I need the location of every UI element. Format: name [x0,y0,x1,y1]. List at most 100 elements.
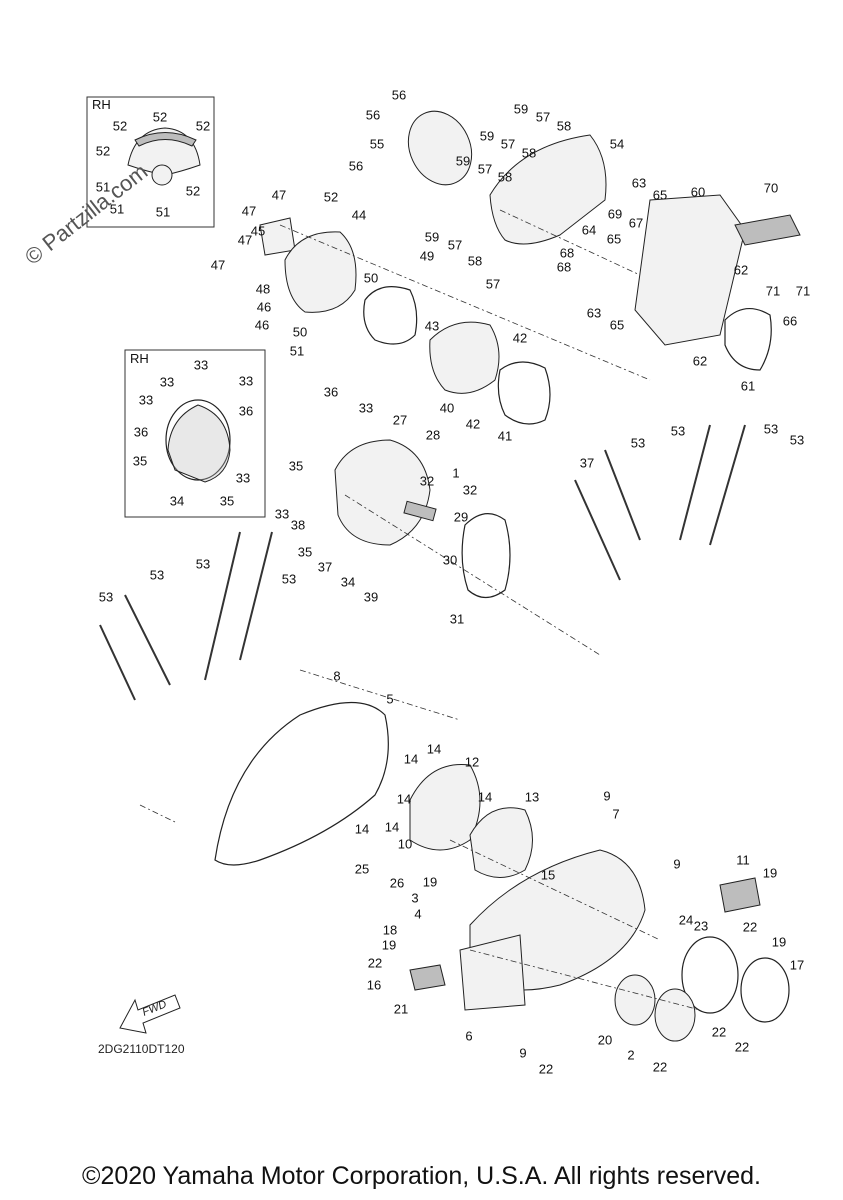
callout-14: 14 [385,819,399,834]
callout-65: 65 [653,187,667,202]
callout-59: 59 [514,101,528,116]
callout-60: 60 [691,184,705,199]
callout-10: 10 [398,836,412,851]
callout-24: 24 [679,912,693,927]
callout-53: 53 [196,556,210,571]
lower-cover-group [214,701,790,1042]
inset-callout-34: 34 [170,493,184,508]
callout-6: 6 [465,1028,472,1043]
callout-11: 11 [736,852,750,867]
callout-53: 53 [764,421,778,436]
callout-59: 59 [480,128,494,143]
callout-44: 44 [352,207,366,222]
callout-14: 14 [478,789,492,804]
callout-57: 57 [501,136,515,151]
callout-22: 22 [653,1059,667,1074]
callout-1: 1 [452,465,459,480]
callout-51: 51 [290,343,304,358]
callout-35: 35 [289,458,303,473]
callout-7: 7 [612,806,619,821]
callout-56: 56 [392,87,406,102]
callout-17: 17 [790,957,804,972]
callout-16: 16 [367,977,381,992]
callout-48: 48 [256,281,270,296]
callout-64: 64 [582,222,596,237]
callout-71: 71 [766,283,780,298]
callout-32: 32 [420,473,434,488]
callout-12: 12 [465,754,479,769]
callout-70: 70 [764,180,778,195]
inset-callout-51: 51 [110,201,124,216]
callout-42: 42 [466,416,480,431]
callout-19: 19 [763,865,777,880]
callout-68: 68 [557,259,571,274]
callout-58: 58 [468,253,482,268]
callout-labels: 5656565559575859575859575854595758576365… [99,87,810,1076]
callout-49: 49 [420,248,434,263]
alignment-lines [139,209,701,1011]
callout-9: 9 [519,1045,526,1060]
inset-title: RH [92,97,111,112]
callout-35: 35 [298,544,312,559]
callout-22: 22 [743,919,757,934]
left-cover-group [259,217,551,425]
fwd-arrow: FWD [119,994,181,1034]
callout-52: 52 [324,189,338,204]
callout-53: 53 [282,571,296,586]
inset-callout-33: 33 [194,357,208,372]
callout-56: 56 [366,107,380,122]
callout-22: 22 [368,955,382,970]
callout-9: 9 [673,856,680,871]
inset-callout-36: 36 [134,424,148,439]
callout-42: 42 [513,330,527,345]
callout-19: 19 [772,934,786,949]
middle-cover-group [334,439,511,599]
callout-14: 14 [404,751,418,766]
callout-31: 31 [450,611,464,626]
inset-callout-33: 33 [139,392,153,407]
inset-callout-52: 52 [196,118,210,133]
callout-47: 47 [242,203,256,218]
copyright-notice: ©2020 Yamaha Motor Corporation, U.S.A. A… [82,1162,761,1190]
callout-23: 23 [694,918,708,933]
inset-upper-rh: RH [86,96,215,228]
callout-65: 65 [610,317,624,332]
inset-callout-52: 52 [153,109,167,124]
callout-53: 53 [790,432,804,447]
callout-40: 40 [440,400,454,415]
callout-30: 30 [443,552,457,567]
callout-71: 71 [796,283,810,298]
callout-34: 34 [341,574,355,589]
inset-callout-33: 33 [236,470,250,485]
callout-68: 68 [560,245,574,260]
callout-59: 59 [456,153,470,168]
callout-18: 18 [383,922,397,937]
callout-26: 26 [390,875,404,890]
callout-47: 47 [272,187,286,202]
callout-62: 62 [734,262,748,277]
callout-19: 19 [423,874,437,889]
callout-3: 3 [411,890,418,905]
long-bolts [99,424,746,701]
callout-14: 14 [427,741,441,756]
callout-62: 62 [693,353,707,368]
callout-61: 61 [741,378,755,393]
inset-callout-51: 51 [156,204,170,219]
callout-4: 4 [414,906,421,921]
callout-58: 58 [498,169,512,184]
upper-cover-group [407,110,801,371]
inset-callout-33: 33 [239,373,253,388]
callout-33: 33 [275,506,289,521]
callout-58: 58 [522,145,536,160]
callout-57: 57 [486,276,500,291]
callout-36: 36 [324,384,338,399]
inset-callout-35: 35 [133,453,147,468]
diagram-code: 2DG2110DT120 [98,1042,185,1056]
callout-8: 8 [333,668,340,683]
callout-27: 27 [393,412,407,427]
callout-57: 57 [478,161,492,176]
inset-callout-52: 52 [186,183,200,198]
callout-50: 50 [364,270,378,285]
callout-50: 50 [293,324,307,339]
